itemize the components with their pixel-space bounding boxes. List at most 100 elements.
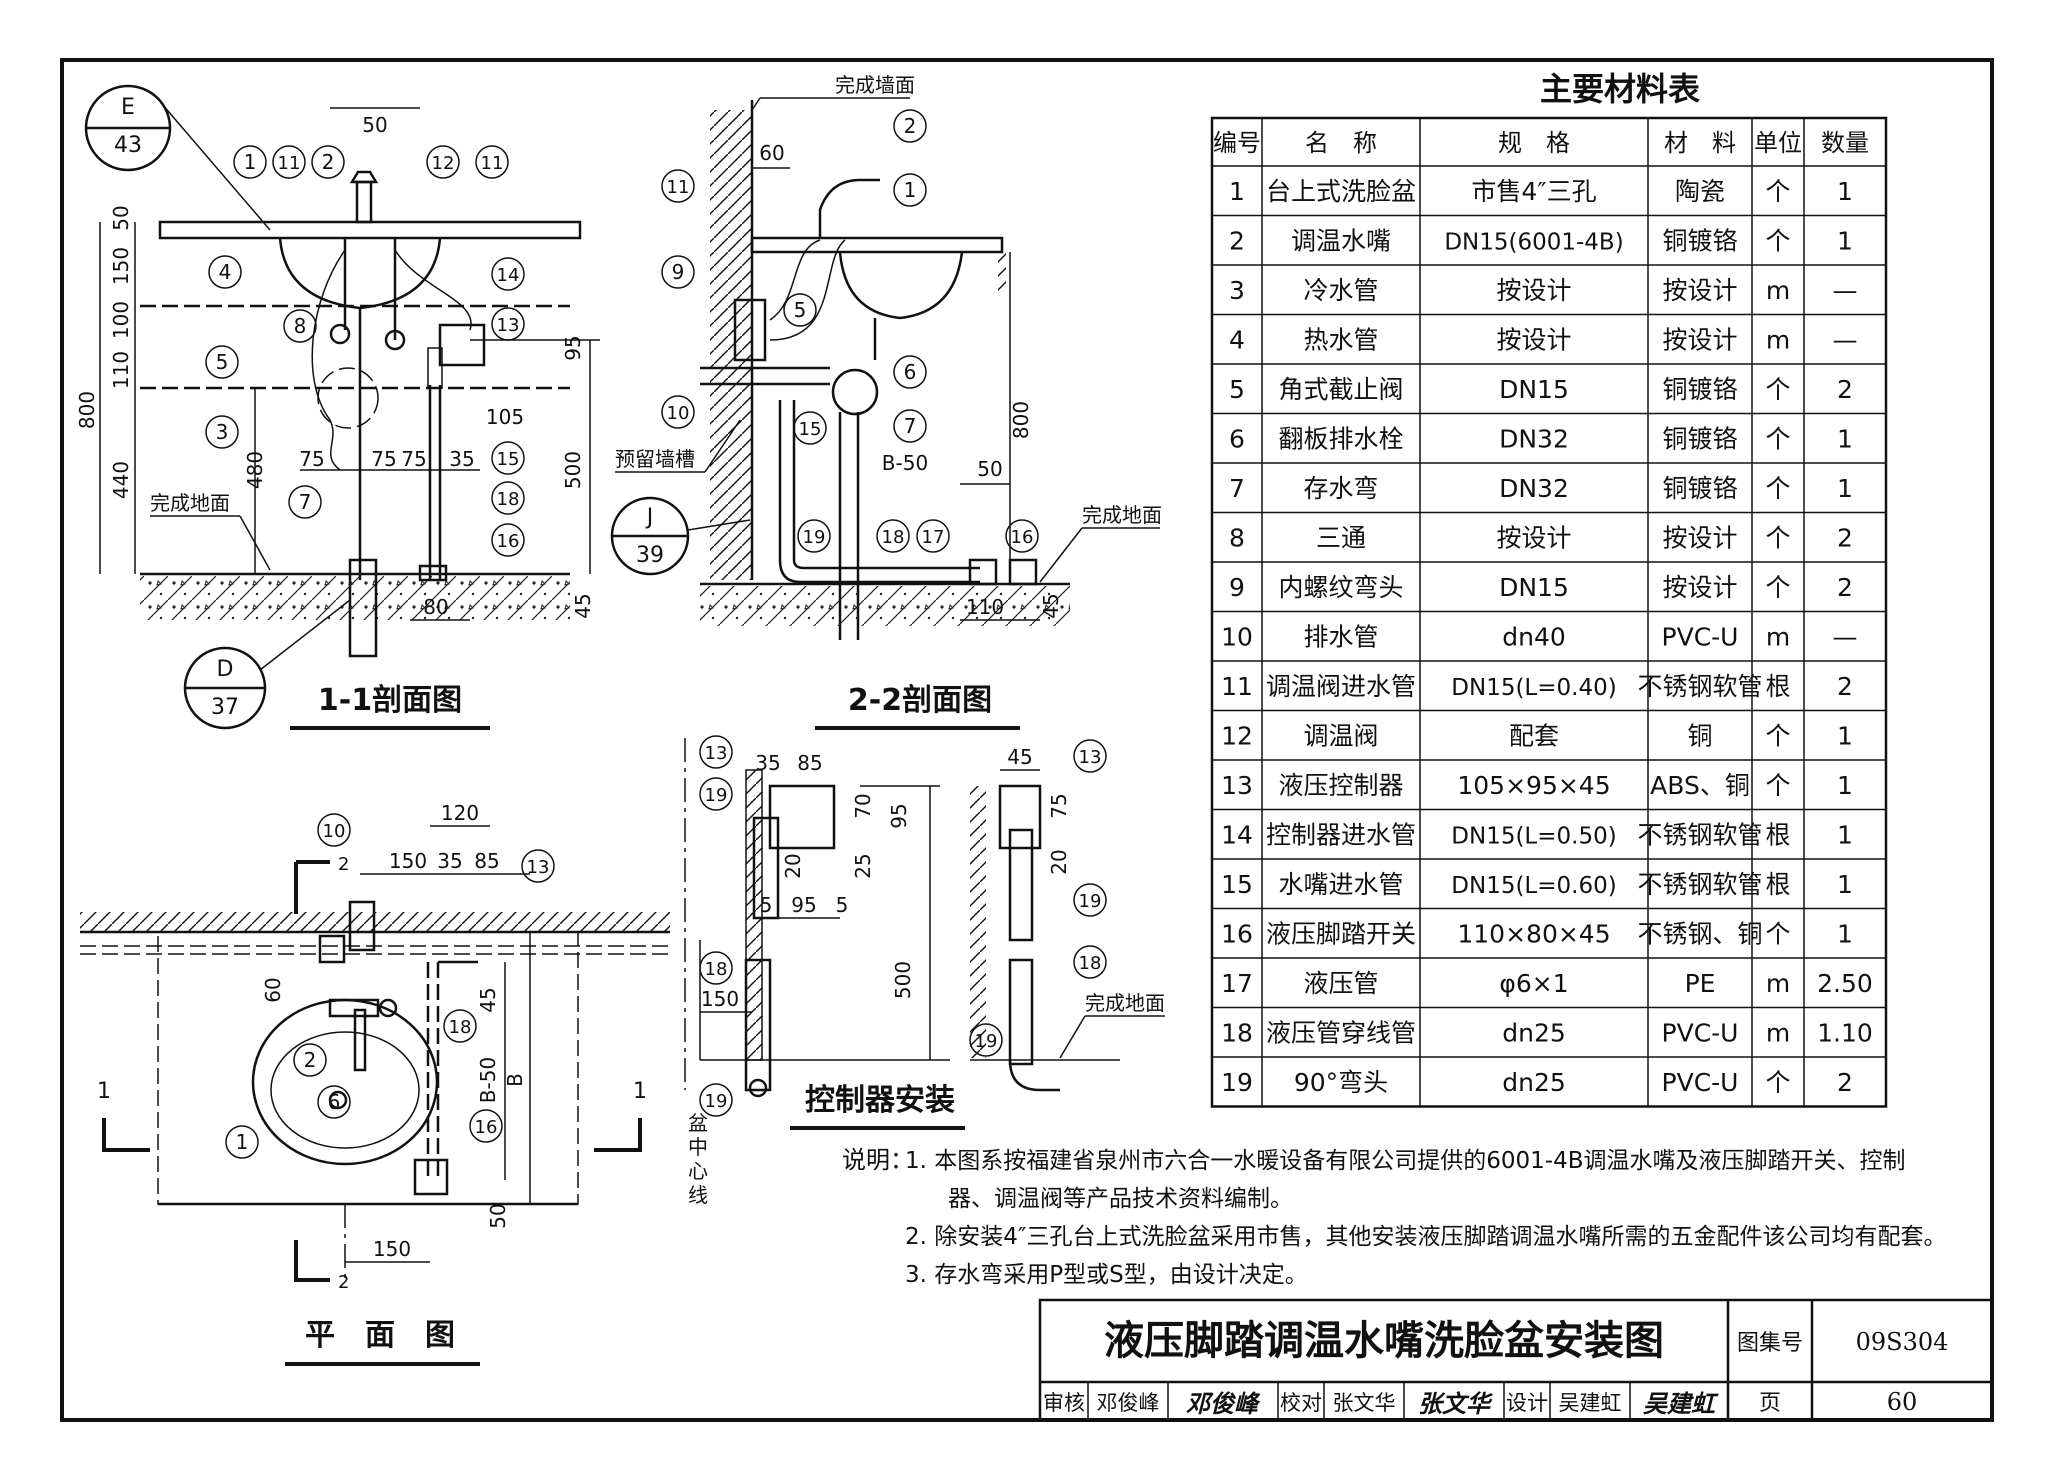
- table-cell: PVC-U: [1662, 623, 1739, 652]
- table-cell: —: [1833, 326, 1858, 355]
- check-label: 校对: [1280, 1391, 1322, 1415]
- sec-mark-1-right: 1: [633, 1079, 647, 1104]
- table-cell: 8: [1229, 524, 1245, 553]
- dim-150-plan-bottom: 150: [373, 1237, 411, 1261]
- balloon-16: 16: [491, 523, 525, 557]
- table-cell: 1: [1837, 425, 1853, 454]
- dim-85-plan: 85: [474, 849, 499, 873]
- dim-60: 60: [759, 141, 784, 165]
- table-cell: 铜镀铬: [1662, 425, 1737, 454]
- check-signature: 张文华: [1418, 1389, 1493, 1418]
- svg-text:15: 15: [497, 449, 520, 470]
- table-cell: 铜镀铬: [1662, 474, 1737, 503]
- svg-text:11: 11: [667, 177, 690, 198]
- table-cell: 2: [1837, 1068, 1853, 1097]
- review-name: 邓俊峰: [1097, 1391, 1160, 1415]
- table-cell: 个: [1765, 425, 1790, 454]
- dim-95: 95: [561, 335, 585, 360]
- svg-text:18: 18: [449, 1017, 472, 1038]
- note-1: 1. 本图系按福建省泉州市六合一水暖设备有限公司提供的6001-4B调温水嘴及液…: [905, 1148, 1906, 1174]
- table-cell: 4: [1229, 326, 1245, 355]
- ctl-balloon-13: 13: [699, 735, 733, 769]
- table-cell: 按设计: [1662, 573, 1737, 602]
- table-cell: m: [1766, 276, 1790, 305]
- ref-callout-e43: E 43: [84, 84, 271, 231]
- notes-label: 说明：: [842, 1146, 914, 1174]
- ref-bottom-page: 37: [211, 695, 239, 720]
- ref-top-page: 43: [114, 133, 142, 158]
- balloon-13-plan: 13: [521, 849, 555, 883]
- balloon-18-plan: 18: [443, 1009, 477, 1043]
- table-cell: m: [1766, 326, 1790, 355]
- balloon-5: 5: [205, 345, 239, 379]
- ref-callout-d37: D 37: [183, 599, 351, 730]
- ctl-dim-45: 45: [1007, 745, 1032, 769]
- dim-50-side: 50: [109, 205, 133, 230]
- dim-b50-plan: B-50: [476, 1057, 500, 1103]
- ctl-dim-70: 70: [851, 793, 875, 818]
- p-trap: [317, 367, 379, 429]
- svg-text:16: 16: [1011, 527, 1034, 548]
- table-cell: 个: [1765, 375, 1790, 404]
- table-cell: PVC-U: [1662, 1068, 1739, 1097]
- table-cell: 市售4″三孔: [1471, 177, 1596, 206]
- table-cell: 根: [1765, 870, 1790, 899]
- balloon-13: 13: [491, 307, 525, 341]
- notes: 说明： 1. 本图系按福建省泉州市六合一水暖设备有限公司提供的6001-4B调温…: [842, 1146, 1946, 1288]
- table-cell: 19: [1221, 1068, 1253, 1097]
- ctl-dim-35: 35: [755, 751, 780, 775]
- balloon-3: 3: [205, 415, 239, 449]
- sec-mark-2-bottom: 2: [338, 1272, 349, 1293]
- slot-label: 预留墙槽: [615, 447, 695, 471]
- svg-text:18: 18: [882, 527, 905, 548]
- table-cell: 2: [1837, 573, 1853, 602]
- dim-800-2: 800: [1009, 401, 1033, 439]
- centerline-label-4: 线: [688, 1183, 708, 1207]
- table-cell: 个: [1765, 474, 1790, 503]
- table-cell: 铜镀铬: [1662, 375, 1737, 404]
- table-cell: 液压管: [1303, 969, 1378, 998]
- page-number: 60: [1887, 1388, 1918, 1416]
- dim-50-2: 50: [977, 457, 1002, 481]
- balloon-14: 14: [491, 257, 525, 291]
- dim-120: 120: [441, 801, 479, 825]
- svg-text:17: 17: [922, 527, 945, 548]
- svg-text:5: 5: [216, 350, 229, 374]
- ctl-balloon-19c: 19: [1073, 883, 1107, 917]
- table-cell: 个: [1765, 771, 1790, 800]
- table-cell: ABS、铜: [1650, 771, 1750, 800]
- table-cell: 排水管: [1303, 623, 1378, 652]
- table-cell: DN15: [1499, 573, 1569, 602]
- dim-500: 500: [561, 451, 585, 489]
- table-cell: 角式截止阀: [1278, 375, 1403, 404]
- table-cell: 根: [1765, 672, 1790, 701]
- floor-label: 完成地面: [150, 491, 230, 515]
- svg-text:1: 1: [244, 150, 257, 174]
- svg-text:2: 2: [304, 1048, 317, 1072]
- sec-mark-2-top: 2: [338, 854, 349, 875]
- table-cell: 水嘴进水管: [1278, 870, 1403, 899]
- svg-text:7: 7: [904, 414, 917, 438]
- page-label: 页: [1759, 1391, 1781, 1416]
- balloon-7-s22: 7: [893, 409, 927, 443]
- svg-text:13: 13: [1079, 747, 1102, 768]
- svg-text:19: 19: [705, 785, 728, 806]
- ctl-balloon-18: 18: [699, 951, 733, 985]
- centerline-label-2: 中: [688, 1135, 708, 1159]
- svg-text:5: 5: [794, 298, 807, 322]
- balloon-1-plan: 1: [225, 1125, 259, 1159]
- ctl-balloon-19: 19: [699, 777, 733, 811]
- svg-text:18: 18: [497, 489, 520, 510]
- table-cell: 按设计: [1496, 326, 1571, 355]
- table-cell: 2: [1837, 375, 1853, 404]
- balloon-5-s22: 5: [783, 293, 817, 327]
- table-cell: 2.50: [1817, 969, 1873, 998]
- design-signature: 吴建虹: [1643, 1389, 1719, 1418]
- ctl-dim-20: 20: [781, 853, 805, 878]
- table-cell: 液压控制器: [1278, 771, 1403, 800]
- table-cell: 内螺纹弯头: [1278, 573, 1403, 602]
- balloon-15: 15: [491, 441, 525, 475]
- table-cell: 调温水嘴: [1291, 227, 1391, 256]
- table-cell: 冷水管: [1303, 276, 1378, 305]
